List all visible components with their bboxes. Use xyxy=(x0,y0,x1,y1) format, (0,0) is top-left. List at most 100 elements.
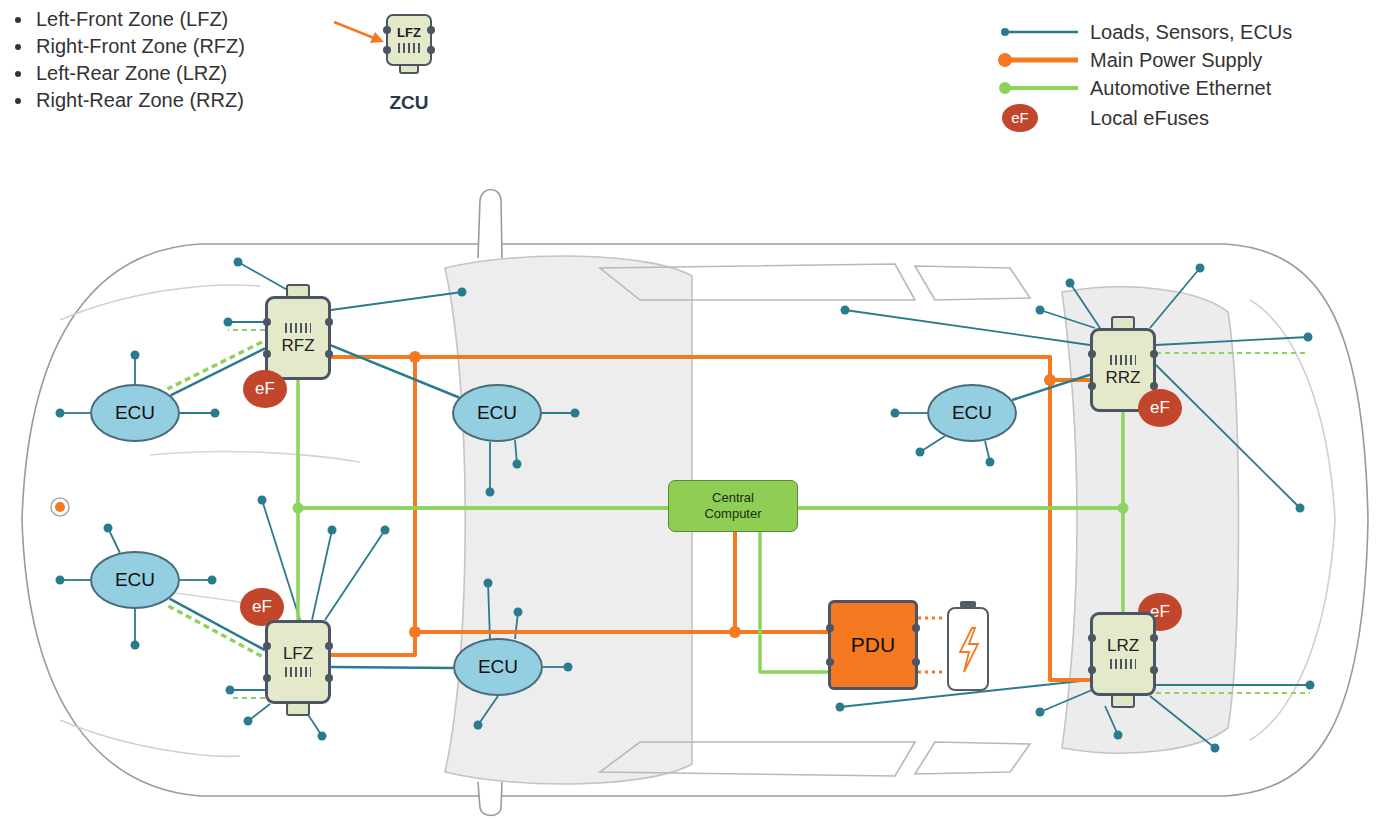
car-illustration-part xyxy=(999,82,1011,94)
load-wire xyxy=(1105,706,1118,735)
pin-dot xyxy=(1088,666,1096,674)
zcu-body: LFZ xyxy=(386,14,432,66)
vent-bars xyxy=(285,667,311,677)
node-text: RFZ xyxy=(281,336,314,356)
pin-dot xyxy=(826,658,834,666)
power-line xyxy=(331,632,828,655)
car-illustration-part xyxy=(51,498,69,516)
pin-dot xyxy=(325,350,333,358)
power-line xyxy=(331,357,828,632)
load-dot xyxy=(1036,708,1045,717)
label-text: Left-Rear Zone (LRZ) xyxy=(36,62,227,85)
car-illustration-part xyxy=(600,264,915,300)
car-illustration-part xyxy=(22,244,1368,796)
ecu-ellipse: ECU xyxy=(90,384,180,442)
label-text: Right-Front Zone (RFZ) xyxy=(36,35,245,58)
load-wire xyxy=(542,412,575,414)
vent-bars xyxy=(398,43,420,53)
load-dot xyxy=(891,409,900,418)
car-illustration-part xyxy=(55,502,65,512)
pin-dot xyxy=(912,624,920,632)
load-dot xyxy=(381,526,390,535)
car-illustration-part xyxy=(1062,287,1239,753)
car-illustration-part xyxy=(960,601,976,608)
load-dot xyxy=(244,717,253,726)
load-wires xyxy=(56,258,1315,753)
load-dot xyxy=(56,576,65,585)
load-wire xyxy=(1156,365,1300,508)
load-dot xyxy=(224,318,233,327)
car-illustration-part xyxy=(15,17,21,23)
car-illustration-part xyxy=(960,628,978,672)
pin-dot xyxy=(325,642,333,650)
load-wire xyxy=(489,442,491,492)
car-illustration-part xyxy=(15,44,21,50)
load-dot xyxy=(208,576,217,585)
load-wire xyxy=(312,530,332,620)
pin-dot xyxy=(263,642,271,650)
car-illustration-part xyxy=(1044,374,1056,386)
car-illustration-part xyxy=(948,608,988,690)
load-wire xyxy=(325,530,385,620)
load-wire xyxy=(180,579,212,581)
load-wire xyxy=(228,321,265,323)
node-text: LFZ xyxy=(397,25,421,40)
pin-dot xyxy=(1088,350,1096,358)
load-wire xyxy=(1040,310,1095,328)
ethernet-stub xyxy=(228,329,265,331)
zone-body: LRZ xyxy=(1090,612,1156,696)
car-illustration-part xyxy=(409,351,421,363)
pin-dot xyxy=(1150,666,1158,674)
node-text: ECU xyxy=(952,402,992,424)
load-dot xyxy=(234,258,243,267)
car-illustration-part xyxy=(998,53,1012,67)
pin-dot xyxy=(383,26,391,34)
load-wire xyxy=(230,689,265,691)
pin-dot xyxy=(263,318,271,326)
load-dot xyxy=(1304,333,1313,342)
connector-tab xyxy=(1111,694,1135,708)
pin-dot xyxy=(1150,634,1158,642)
pin-dot xyxy=(263,350,271,358)
car-illustration-part xyxy=(478,782,502,816)
car-illustration-part xyxy=(15,71,21,77)
load-wire xyxy=(1040,690,1092,712)
car-illustration-part xyxy=(293,503,304,514)
node-text: ECU xyxy=(478,656,518,678)
load-dot xyxy=(211,409,220,418)
power-line xyxy=(415,357,1090,632)
load-dot xyxy=(1211,744,1220,753)
load-wire xyxy=(180,412,215,414)
label-text: eF xyxy=(996,108,1044,128)
load-wire xyxy=(1070,283,1100,328)
zone-controller: RFZ xyxy=(265,284,331,380)
load-dot xyxy=(328,526,337,535)
car-illustration-part xyxy=(409,626,421,638)
load-dot xyxy=(513,460,522,469)
pdu-box: PDU xyxy=(828,600,918,690)
legend-text: Local eFuses xyxy=(1090,106,1209,130)
load-wire xyxy=(895,412,927,414)
car-illustration-part xyxy=(150,451,360,462)
node-text: eF xyxy=(255,379,275,399)
junction-dots xyxy=(293,351,1129,638)
power-line xyxy=(735,532,828,632)
load-dot xyxy=(1296,504,1305,513)
load-wire xyxy=(134,609,136,645)
zcu-caption: ZCU xyxy=(356,92,462,114)
legend-text: Loads, Sensors, ECUs xyxy=(1090,20,1292,44)
ethernet-line xyxy=(298,380,668,508)
car-illustration-part xyxy=(1001,28,1009,36)
load-line xyxy=(331,667,453,668)
load-dot xyxy=(571,409,580,418)
node-text: ECU xyxy=(115,569,155,591)
load-dot xyxy=(836,703,845,712)
ecu-ellipse: ECU xyxy=(453,638,543,696)
car-illustration-part xyxy=(1118,503,1129,514)
load-dot xyxy=(564,663,573,672)
pin-dot xyxy=(427,26,435,34)
node-text: eF xyxy=(252,597,272,617)
node-text: eF xyxy=(1150,398,1170,418)
zcu-icon: LFZZCU xyxy=(386,14,432,118)
